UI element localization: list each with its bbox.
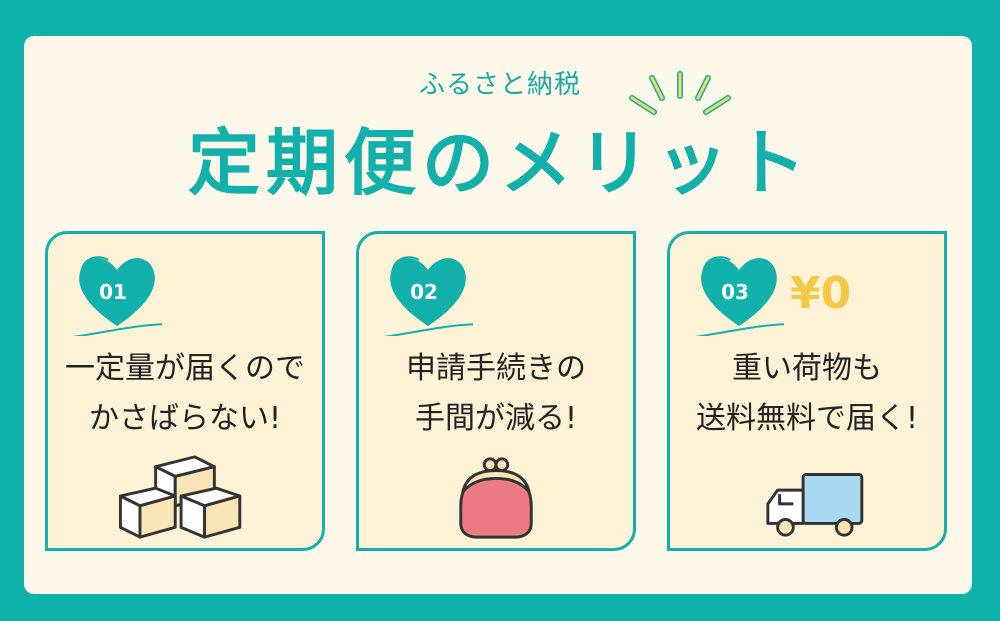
merit-card-2: 02 申請手続きの 手間が減る! (356, 231, 636, 551)
heart-icon (384, 256, 473, 336)
merit-card-1: 01 一定量が届くので かさばらない! (45, 231, 325, 551)
card-text: 一定量が届くので かさばらない! (65, 351, 305, 436)
boxes-icon (118, 455, 242, 539)
subtitle: ふるさと納税 (418, 70, 581, 100)
card-number: 01 (99, 280, 127, 304)
sparkle-icon (629, 71, 731, 115)
merit-card-3: 03 ¥0 重い荷物も 送料無料で届く! (667, 231, 947, 551)
coin-purse-icon (459, 457, 533, 539)
free-shipping-badge: ¥0 (790, 268, 852, 319)
truck-icon (766, 473, 864, 537)
heart-icon (695, 256, 784, 336)
card-text: 申請手続きの 手間が減る! (406, 351, 586, 436)
card-number: 03 (721, 280, 749, 304)
page-title: 定期便のメリット (187, 121, 812, 205)
heart-icon (73, 256, 162, 336)
card-text: 重い荷物も 送料無料で届く! (695, 351, 919, 436)
card-number: 02 (410, 280, 438, 304)
